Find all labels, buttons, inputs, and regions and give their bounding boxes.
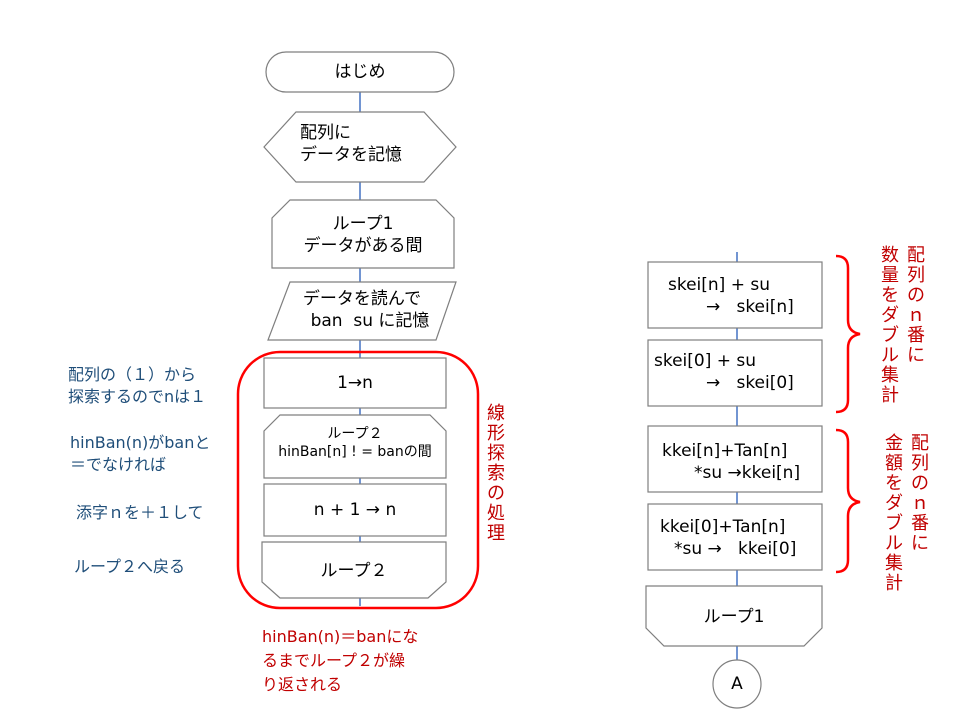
bottom-note-line3: り返される <box>262 675 343 694</box>
note-start-index-line1: 配列の（１）から <box>68 365 197 384</box>
amount-brace-label-col2: 金額をダブル集計 <box>885 433 903 594</box>
loop2-start-shape <box>263 414 447 479</box>
quantity-brace <box>835 254 861 414</box>
start-label: はじめ <box>334 62 386 82</box>
increment-label: n + 1 → n <box>313 500 397 520</box>
connector-circle <box>712 659 762 709</box>
loop2-end-label: ループ２ <box>320 561 388 581</box>
loop2-end-shape <box>261 541 447 599</box>
loop1-label-line2: データがある間 <box>303 236 423 256</box>
quantity-brace-label-col1: 配列のｎ番に <box>907 245 925 366</box>
note-return-loop: ループ２へ戻る <box>74 557 186 576</box>
skei-0-line2: → skei[0] <box>706 373 794 393</box>
kkei-n-box <box>647 425 823 493</box>
increment-process-box <box>263 483 447 537</box>
preparation-hexagon <box>263 111 457 183</box>
input-label-line2: ban su に記憶 <box>310 311 430 331</box>
assign-process-box <box>263 357 447 409</box>
linear-search-highlight <box>236 350 480 610</box>
quantity-brace-label-col2: 数量をダブル集計 <box>881 245 899 406</box>
loop1-label-line1: ループ1 <box>332 214 394 234</box>
loop1-start-shape <box>271 199 455 269</box>
input-parallelogram <box>267 281 457 341</box>
kkei-n-line1: kkei[n]+Tan[n] <box>662 441 788 461</box>
loop2-label-line2: hinBan[n] ! = banの間 <box>278 444 432 460</box>
bottom-note-line1: hinBan(n)＝banにな <box>262 627 419 646</box>
note-start-index-line2: 探索するのでnは１ <box>68 387 207 406</box>
amount-brace <box>835 428 861 574</box>
start-terminator <box>265 51 455 93</box>
note-increment: 添字ｎを＋１して <box>76 503 204 522</box>
kkei-0-line1: kkei[0]+Tan[n] <box>660 517 786 537</box>
skei-n-line2: → skei[n] <box>706 297 794 317</box>
assign-label: 1→n <box>337 373 373 393</box>
loop1-end-shape <box>645 585 823 647</box>
skei-0-box <box>647 339 823 407</box>
loop2-label-line1: ループ２ <box>327 426 383 442</box>
loop1-end-label: ループ1 <box>703 607 765 627</box>
kkei-0-box <box>647 503 823 571</box>
input-label-line1: データを読んで <box>302 289 422 309</box>
kkei-n-line2: *su →kkei[n] <box>694 463 801 483</box>
prep-label-line2: データを記憶 <box>300 145 402 165</box>
amount-brace-label-col1: 配列のｎ番に <box>911 433 929 554</box>
note-condition-line2: ＝でなければ <box>70 455 167 474</box>
skei-n-line1: skei[n] + su <box>668 275 770 295</box>
skei-0-line1: skei[0] + su <box>654 351 757 371</box>
prep-label-line1: 配列に <box>300 123 351 143</box>
skei-n-box <box>647 261 823 329</box>
bottom-note-line2: るまでループ２が繰 <box>262 651 406 670</box>
linear-search-label: 線形探索の処理 <box>487 403 505 544</box>
kkei-0-line2: *su → kkei[0] <box>674 539 797 559</box>
connector-label: A <box>731 674 743 694</box>
note-condition-line1: hinBan(n)がbanと <box>70 433 211 452</box>
